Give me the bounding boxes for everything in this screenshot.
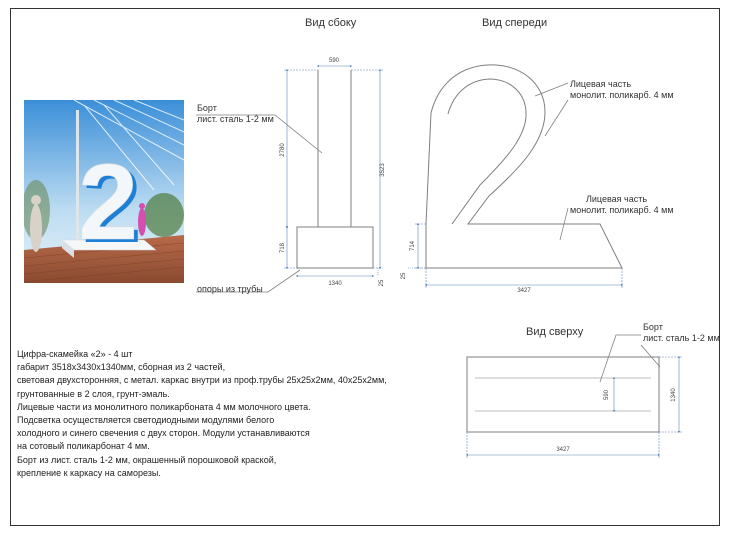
- description-line: на сотовый поликарбонат 4 мм.: [17, 441, 150, 452]
- render-photo: 2 2: [24, 100, 184, 283]
- label-face-bottom: Лицевая часть монолит. поликарб. 4 мм: [570, 194, 674, 215]
- photo-digit: 2: [82, 144, 142, 265]
- dim-plan-depth: 1340: [671, 388, 677, 402]
- drawing-frame: [10, 8, 720, 526]
- dim-front-base-height: 714: [410, 240, 416, 251]
- description-line: холодного и синего свечения с двух сторо…: [17, 428, 310, 439]
- description-block: Цифра-скамейка «2» - 4 шт габарит 3518х3…: [17, 348, 387, 480]
- dim-plan-width: 3427: [556, 447, 570, 453]
- description-line: Лицевые части из монолитного поликарбона…: [17, 401, 311, 412]
- leader-lines: [196, 82, 661, 383]
- dim-side-top-width: 590: [329, 58, 340, 64]
- description-line: световая двухсторонняя, с метал. каркас …: [17, 375, 387, 386]
- description-line: Подсветка осуществляется светодиодными м…: [17, 415, 275, 426]
- dim-side-leg: 25: [379, 279, 385, 286]
- label-bort-side: Борт лист. сталь 1-2 мм: [197, 103, 274, 124]
- top-view: [466, 356, 660, 433]
- label-opory: опоры из трубы: [197, 284, 263, 294]
- front-view: [425, 64, 623, 269]
- title-top-view: Вид сверху: [526, 326, 584, 338]
- description-line: Цифра-скамейка «2» - 4 шт: [17, 349, 133, 359]
- dim-side-total-height: 3523: [380, 163, 386, 177]
- description-line: Борт из лист. сталь 1-2 мм, окрашенный п…: [17, 454, 277, 465]
- dim-side-base-height: 718: [280, 242, 286, 253]
- side-view: [296, 70, 374, 269]
- description-line: грунтованные в 2 слоя, грунт-эмаль.: [17, 388, 170, 399]
- dim-front-width: 3427: [517, 288, 531, 294]
- dim-front-leg: 25: [401, 272, 407, 279]
- front-view-dimensions: [408, 222, 624, 288]
- dim-side-upper-height: 2780: [280, 143, 286, 157]
- dim-side-base-width: 1340: [328, 281, 342, 287]
- dim-plan-inner: 590: [604, 389, 610, 400]
- description-line: габарит 3518х3430х1340мм, сборная из 2 ч…: [17, 362, 226, 373]
- label-bort-top: Борт лист. сталь 1-2 мм: [643, 322, 720, 343]
- photo-digit-face: 2: [78, 141, 138, 262]
- title-front-view: Вид спереди: [482, 17, 548, 29]
- top-view-dimensions: [465, 355, 682, 458]
- description-line: крепление к каркасу на саморезы.: [17, 467, 161, 478]
- label-face-top: Лицевая часть монолит. поликарб. 4 мм: [570, 79, 674, 100]
- side-view-dimensions: [284, 64, 383, 278]
- title-side-view: Вид сбоку: [305, 17, 357, 29]
